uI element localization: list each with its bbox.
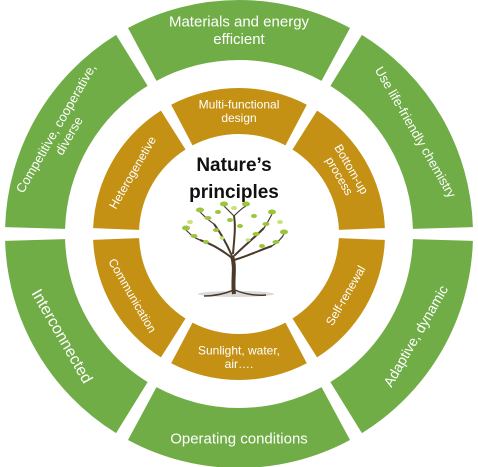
outer-segment-adaptive-dynamic [330,239,473,434]
outer-label-operating-conditions: Operating conditions [170,430,308,447]
outer-label-line: Operating conditions [170,430,308,447]
inner-label-sunlight-water-air: Sunlight, water,air…. [198,343,280,371]
inner-segment-bottom-up-process [292,110,385,230]
center-title-line1: Nature’s [196,155,271,176]
inner-segment-self-renewal [292,238,385,358]
outer-segment-interconnected [5,239,148,434]
outer-segment-materials-and-energy-efficient [128,0,350,81]
center-hub: Nature’s principles [182,155,288,297]
tree-icon [182,201,288,297]
outer-segment-use-life-friendly-chemistry [330,34,473,229]
inner-label-line: Multi-functional [199,97,280,111]
inner-segment-sunlight-water-air [171,322,307,380]
inner-segment-communication [93,238,186,358]
outer-segment-operating-conditions [128,387,350,467]
inner-label-line: Sunlight, water, [198,343,280,357]
inner-segment-multi-functional-design [171,88,307,146]
outer-label-line: Materials and energy [169,14,310,31]
inner-segment-heterogenetive [93,110,186,230]
center-title-line2: principles [189,182,279,203]
outer-segment-competitive-cooperative-diverse [5,34,148,229]
outer-label-line: efficient [213,31,265,48]
inner-label-line: design [221,111,256,125]
inner-label-line: air…. [225,357,254,371]
